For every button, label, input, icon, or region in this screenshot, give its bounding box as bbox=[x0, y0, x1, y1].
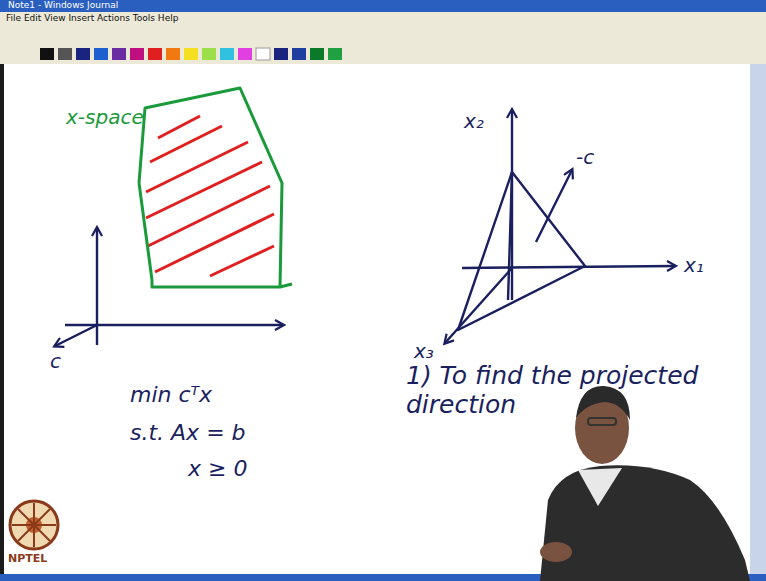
logo-text: NPTEL bbox=[8, 553, 47, 566]
axes-2d bbox=[55, 228, 283, 346]
color-palette bbox=[40, 48, 342, 60]
axis-label: x₂ bbox=[464, 110, 484, 133]
nptel-logo bbox=[10, 501, 58, 549]
lecturer-figure bbox=[540, 386, 750, 581]
window-title: Note1 - Windows Journal bbox=[8, 0, 118, 10]
vector-label: -c bbox=[576, 146, 594, 169]
axis-label: c bbox=[50, 350, 61, 373]
axes-3d bbox=[445, 110, 675, 343]
constraint-text: x ≥ 0 bbox=[188, 456, 247, 481]
space-label: x-space bbox=[66, 106, 144, 129]
note-text: 1) To find the projected direction bbox=[406, 362, 746, 420]
constraint-text: s.t. Ax = b bbox=[130, 420, 246, 445]
menu-bar: File Edit View Insert Actions Tools Help bbox=[6, 13, 178, 23]
axis-label: x₃ bbox=[414, 340, 434, 363]
feasible-region bbox=[139, 88, 292, 287]
objective-text: min cᵀx bbox=[130, 382, 212, 407]
axis-label: x₁ bbox=[684, 254, 704, 277]
